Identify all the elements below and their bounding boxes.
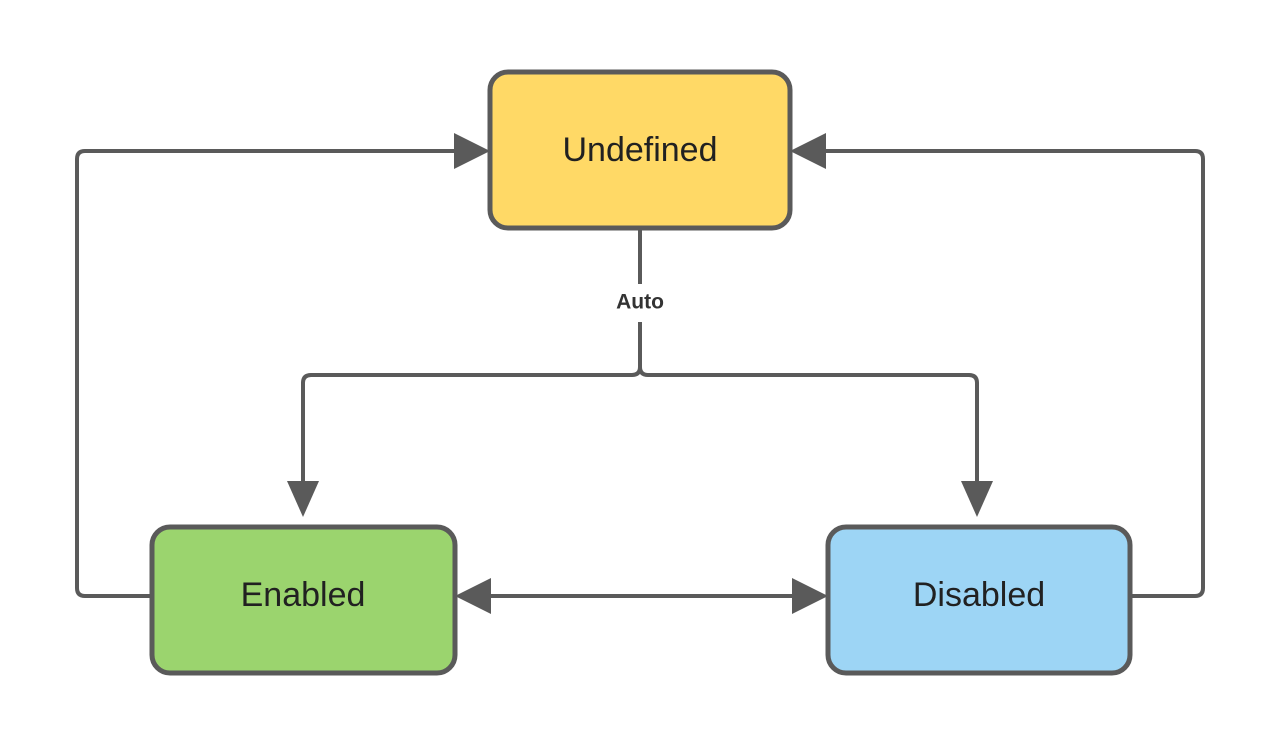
edge-path-split-left-branch (301, 366, 642, 487)
arrowhead-into-enabled-right (455, 578, 491, 614)
node-disabled[interactable]: Disabled (825, 524, 1133, 676)
edge-path-enabled-undefined-loop (75, 149, 460, 598)
edge-label-auto: Auto (616, 291, 664, 314)
node-disabled-shape[interactable] (825, 524, 1133, 676)
edge-enabled-to-undefined (75, 133, 490, 598)
arrowhead-into-enabled-top (287, 481, 319, 517)
node-undefined-shape[interactable] (487, 69, 793, 231)
edge-split-to-disabled (638, 366, 993, 517)
edge-enabled-to-disabled-bidirectional (455, 578, 828, 614)
node-enabled-shape[interactable] (149, 524, 458, 676)
arrowhead-into-disabled-left (792, 578, 828, 614)
arrowhead-into-disabled-top (961, 481, 993, 517)
edge-path-disabled-undefined-loop (820, 149, 1205, 598)
arrowhead-into-undefined-left (454, 133, 490, 169)
edge-disabled-to-undefined (790, 133, 1205, 598)
node-enabled[interactable]: Enabled (149, 524, 458, 676)
arrowhead-into-undefined-right (790, 133, 826, 169)
node-undefined[interactable]: Undefined (487, 69, 793, 231)
edge-path-split-right-branch (638, 366, 979, 487)
edge-split-to-enabled (287, 366, 642, 517)
